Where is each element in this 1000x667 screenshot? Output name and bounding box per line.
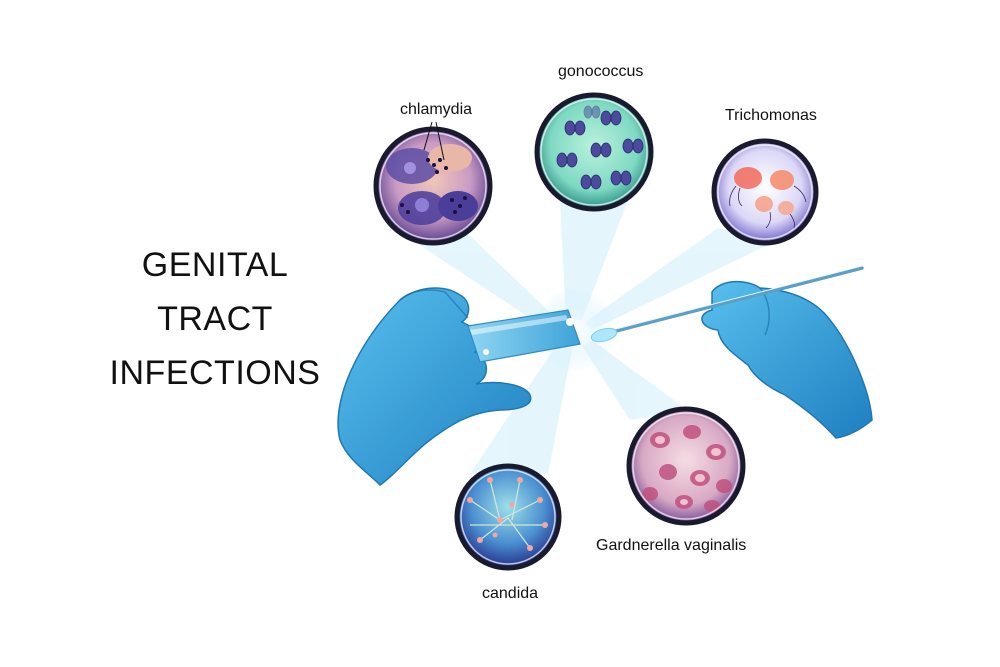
left-gloved-hand [337,287,532,486]
label-gardnerella: Gardnerella vaginalis [596,537,747,554]
label-gonococcus: gonococcus [558,63,644,80]
chlamydia-micrograph [373,121,493,246]
title-line-2: TRACT [157,300,273,338]
gardnerella-micrograph [626,406,746,526]
swab-stick [590,265,864,343]
label-chlamydia: chlamydia [400,101,473,118]
gonococcus-micrograph [534,92,654,212]
right-gloved-hand [701,280,873,439]
glass-slide [467,309,581,363]
label-candida: candida [482,585,539,602]
label-trichomonas: Trichomonas [725,107,817,124]
title-line-1: GENITAL [141,246,289,284]
trichomonas-micrograph [711,138,819,246]
candida-micrograph [454,463,562,571]
title-line-3: INFECTIONS [109,354,321,392]
